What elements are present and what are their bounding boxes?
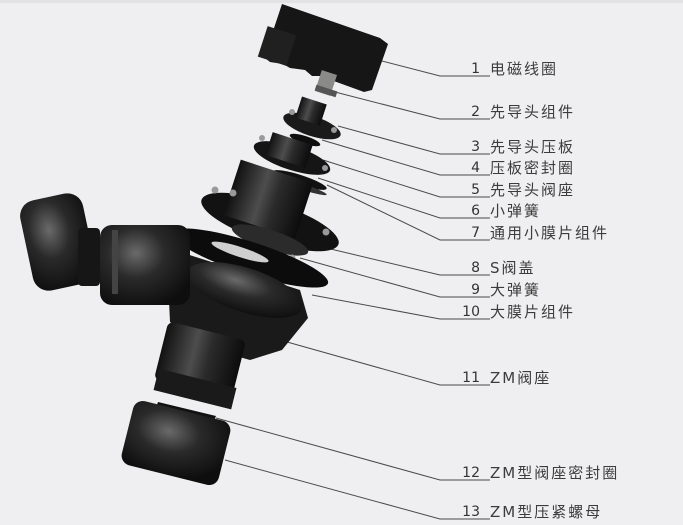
- part-label-12: 12 ZM型阀座密封圈: [440, 462, 619, 482]
- part-label-2: 2 先导头组件: [440, 101, 575, 121]
- part-number: 1: [471, 61, 480, 77]
- part-number: 3: [471, 139, 480, 155]
- part-13-compression-nut: [121, 401, 231, 485]
- part-number: 10: [462, 304, 480, 320]
- part-label-13: 13 ZM型压紧螺母: [440, 501, 602, 521]
- leader-lines: [215, 59, 490, 520]
- part-number: 11: [462, 370, 480, 386]
- part-label-11: 11 ZM阀座: [440, 367, 551, 387]
- part-number: 4: [471, 160, 480, 176]
- part-label-4: 4 压板密封圈: [440, 157, 575, 177]
- part-number: 13: [462, 504, 480, 520]
- part-name: ZM型阀座密封圈: [490, 464, 620, 482]
- part-name: 压板密封圈: [490, 159, 576, 177]
- part-name: 电磁线圈: [490, 60, 559, 78]
- part-name: ZM型压紧螺母: [490, 503, 603, 521]
- part-name: ZM阀座: [490, 369, 552, 387]
- part-4-plate-seal: [289, 133, 321, 147]
- part-label-10: 10 大膜片组件: [440, 301, 575, 321]
- part-label-1: 1 电磁线圈: [440, 58, 558, 78]
- left-nut: [20, 193, 100, 291]
- part-label-5: 5 先导头阀座: [440, 179, 575, 199]
- part-number: 8: [471, 260, 480, 276]
- part-name: 先导头阀座: [490, 181, 576, 199]
- part-name: 先导头压板: [490, 138, 576, 156]
- part-3-pilot-plate: [283, 96, 341, 140]
- part-number: 2: [471, 104, 480, 120]
- part-1-solenoid-coil: [257, 4, 388, 92]
- part-11-zm-valve-seat: [100, 225, 308, 410]
- part-label-9: 9 大弹簧: [440, 279, 541, 299]
- part-name: 大膜片组件: [490, 303, 576, 321]
- part-label-6: 6 小弹簧: [440, 200, 541, 220]
- part-2-pilot-head: [314, 70, 338, 98]
- part-number: 7: [471, 225, 480, 241]
- part-name: 大弹簧: [490, 281, 542, 299]
- top-border: [0, 0, 683, 3]
- part-5-pilot-seat: [253, 132, 331, 175]
- part-number: 12: [462, 465, 480, 481]
- part-number: 9: [471, 282, 480, 298]
- part-name: S阀盖: [490, 259, 536, 277]
- part-name: 小弹簧: [490, 202, 542, 220]
- part-name: 先导头组件: [490, 103, 576, 121]
- part-number: 6: [471, 203, 480, 219]
- part-label-3: 3 先导头压板: [440, 136, 575, 156]
- part-number: 5: [471, 182, 480, 198]
- part-label-8: 8 S阀盖: [440, 257, 536, 277]
- part-label-7: 7 通用小膜片组件: [440, 222, 609, 242]
- part-9-large-spring: [211, 241, 269, 263]
- part-name: 通用小膜片组件: [490, 224, 610, 242]
